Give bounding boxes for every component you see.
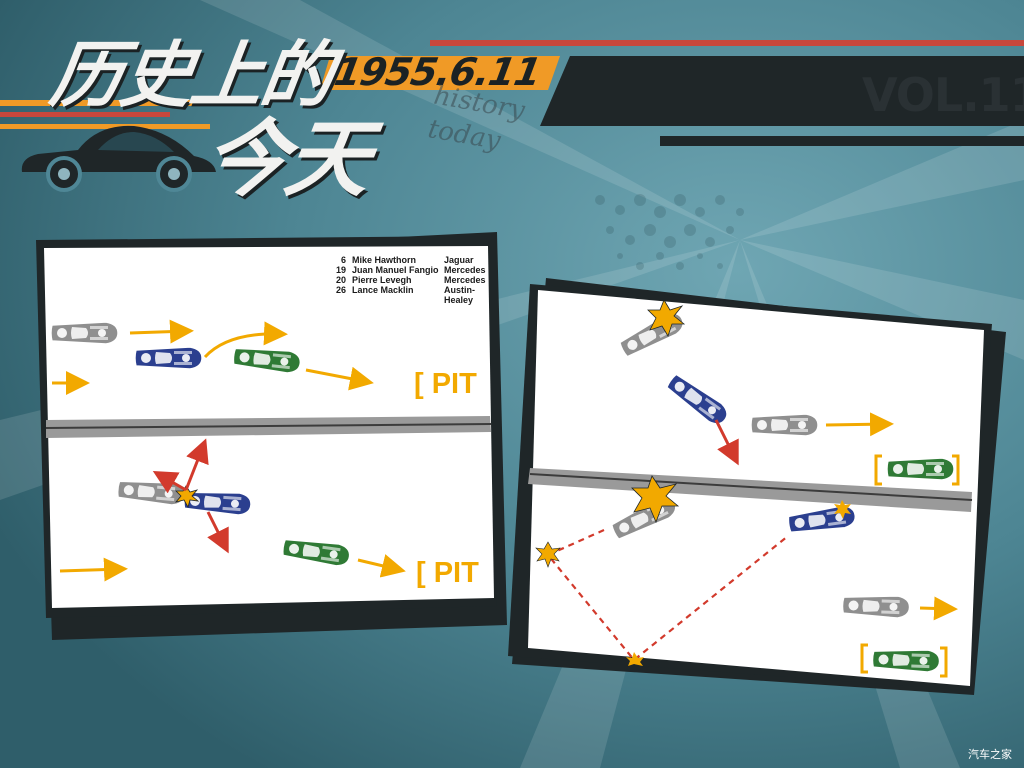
arrow [203, 321, 288, 359]
site-watermark: 汽车之家 [968, 748, 1012, 761]
vintage-car-icon [21, 125, 216, 192]
legend-row: 6 Mike Hawthorn Jaguar [322, 255, 504, 265]
driver-name: Juan Manuel Fangio [352, 265, 439, 275]
pit-bracket [860, 643, 868, 674]
legend-row: 26 Lance Macklin Austin-Healey [322, 285, 504, 305]
collision-icon [626, 652, 644, 666]
driver-name: Mike Hawthorn [352, 255, 417, 265]
car-number: 20 [335, 275, 346, 285]
car-number: 19 [335, 265, 346, 275]
collision-icon [535, 541, 561, 568]
legend-row: 20 Pierre Levegh Mercedes [322, 275, 504, 285]
pit-label: [ PIT [414, 368, 477, 400]
team-name: Austin-Healey [444, 285, 475, 305]
car-gray [50, 321, 119, 345]
halftone-dots [595, 194, 744, 270]
collision-icon [834, 500, 851, 519]
car-number: 26 [335, 285, 346, 295]
team-name: Mercedes [444, 265, 486, 275]
driver-legend: 6 Mike Hawthorn Jaguar 19 Juan Manuel Fa… [322, 255, 504, 305]
car-blue [134, 346, 203, 370]
car-gray [750, 413, 819, 437]
pit-bracket [952, 454, 960, 486]
team-name: Jaguar [444, 255, 474, 265]
car-number: 6 [340, 255, 346, 265]
arrow [919, 596, 958, 621]
driver-name: Lance Macklin [352, 285, 414, 295]
arrow [825, 412, 894, 437]
title-today: 今天 [197, 110, 375, 208]
collision-icon [631, 475, 680, 524]
driver-name: Pierre Levegh [352, 275, 412, 285]
arrow [152, 471, 187, 494]
arrow [206, 511, 229, 554]
arrow [184, 438, 209, 491]
collision-icon [647, 299, 686, 337]
pit-bracket [940, 646, 948, 678]
car-green [886, 457, 955, 481]
arrow [357, 554, 406, 578]
right-diagram-panel [508, 278, 1006, 695]
left-diagram-panel [36, 232, 507, 640]
volume-label: VOL.11 [862, 68, 1024, 122]
arrow [305, 366, 374, 391]
pit-label: [ PIT [416, 557, 479, 589]
arrow [59, 557, 128, 582]
arrow [714, 419, 739, 466]
pit-bracket [874, 454, 882, 486]
legend-row: 19 Juan Manuel Fangio Mercedes [322, 265, 504, 275]
header-stripes [0, 40, 1024, 146]
arrow [129, 319, 194, 344]
team-name: Mercedes [444, 275, 486, 285]
